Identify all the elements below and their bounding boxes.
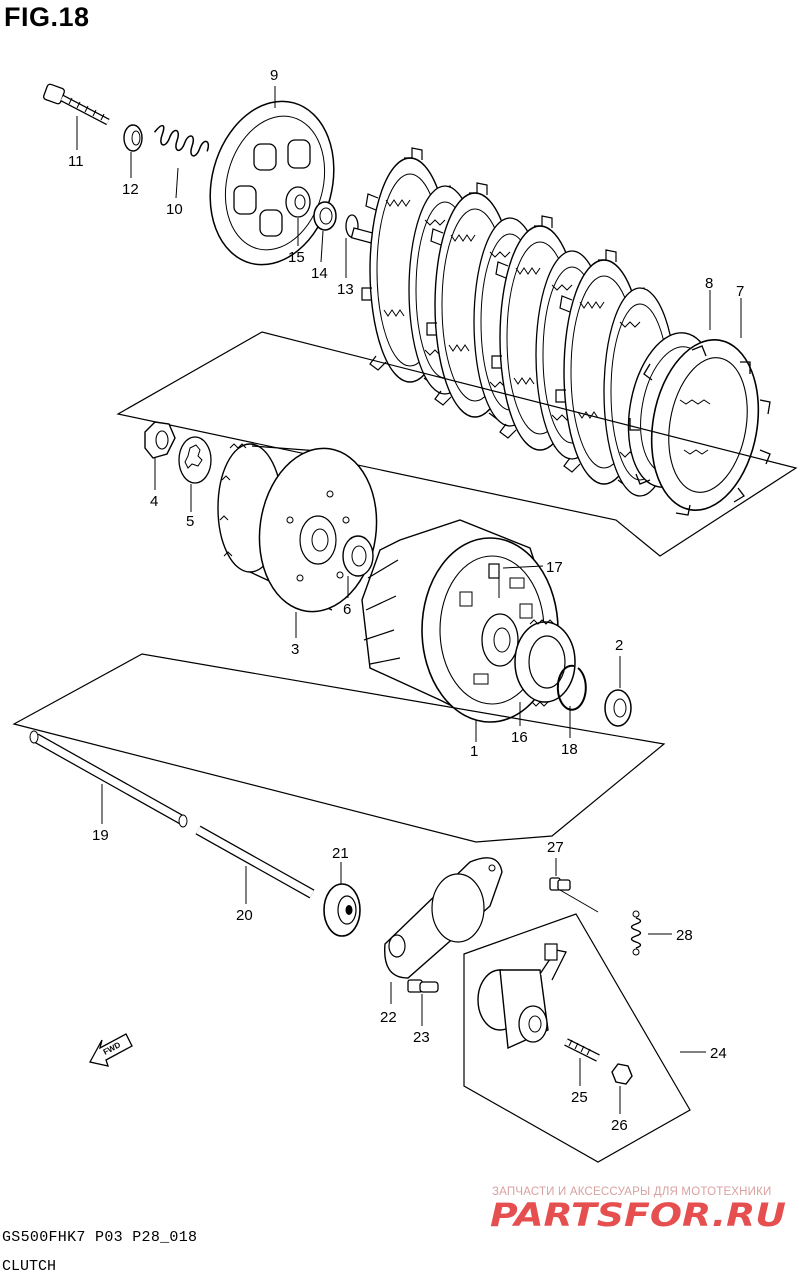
part-label-16: 16: [511, 729, 528, 746]
bolt-23-icon: [407, 979, 439, 993]
clutch-release-assembly-24-icon: [477, 943, 567, 1050]
forward-direction-arrow-icon: FWD: [89, 1033, 133, 1067]
oil-pump-drive-gear-16-icon: [514, 619, 576, 707]
part-label-2: 2: [615, 637, 623, 654]
leader-lines: [76, 86, 742, 1114]
part-label-4: 4: [150, 493, 158, 510]
pressure-plate-assembly: [43, 83, 386, 266]
push-rod-20-icon: [195, 825, 315, 899]
clutch-sleeve-hub-3-icon: [217, 443, 378, 613]
bolt-27-icon: [549, 877, 571, 891]
push-rod-19-icon: [29, 730, 188, 828]
friction-plate-7-icon: [629, 339, 771, 516]
callout-frame-release: [463, 913, 691, 1163]
watermark-logo: PARTSFOR.RU: [490, 1196, 786, 1232]
part-label-8: 8: [705, 275, 713, 292]
stud-25-icon: [564, 1038, 600, 1062]
part-label-1: 1: [470, 743, 478, 760]
part-label-27: 27: [547, 839, 564, 856]
part-label-6: 6: [343, 601, 351, 618]
nut-4-icon: [144, 421, 176, 459]
part-label-15: 15: [288, 249, 305, 266]
pressure-plate-9-icon: [209, 100, 335, 266]
washer-2-icon: [604, 689, 632, 727]
figure-name: CLUTCH: [2, 1258, 57, 1275]
part-label-20: 20: [236, 907, 253, 924]
part-number-labels: 1 2 3 4 5 6 7 8 9 10 11 12 13 14 15 16 1…: [68, 67, 744, 1134]
part-label-17: 17: [546, 559, 563, 576]
part-label-24: 24: [710, 1045, 727, 1062]
part-label-14: 14: [311, 265, 328, 282]
part-label-21: 21: [332, 845, 349, 862]
gasket-22-icon: [384, 857, 503, 979]
oil-seal-21-icon: [323, 883, 361, 937]
part-label-12: 12: [122, 181, 139, 198]
part-label-28: 28: [676, 927, 693, 944]
part-label-3: 3: [291, 641, 299, 658]
part-label-7: 7: [736, 283, 744, 300]
lock-washer-5-icon: [178, 436, 212, 484]
figure-title: FIG.18: [4, 2, 90, 32]
part-label-22: 22: [380, 1009, 397, 1026]
part-label-11: 11: [68, 153, 84, 170]
spring-28-icon: [630, 910, 642, 956]
part-label-9: 9: [270, 67, 278, 84]
callout-frame-upper: [116, 331, 798, 557]
part-label-23: 23: [413, 1029, 430, 1046]
thrust-washer-6-icon: [342, 535, 374, 577]
part-label-10: 10: [166, 201, 183, 218]
part-label-19: 19: [92, 827, 109, 844]
figure-code: GS500FHK7 P03 P28_018: [2, 1229, 198, 1246]
part-label-5: 5: [186, 513, 194, 530]
part-label-26: 26: [611, 1117, 628, 1134]
bearing-14-icon: [313, 201, 337, 231]
clutch-plate-stack: [361, 147, 771, 516]
part-label-13: 13: [337, 281, 354, 298]
callout-frame-middle: [12, 653, 666, 843]
part-label-25: 25: [571, 1089, 588, 1106]
spring-10-icon: [153, 124, 210, 157]
watermark-logo-text: PARTSFOR.RU: [490, 1196, 786, 1232]
circlip-18-icon: [556, 664, 587, 711]
nut-26-icon: [611, 1063, 633, 1085]
watermark-tagline: ЗАПЧАСТИ И АКСЕССУАРЫ ДЛЯ МОТОТЕХНИКИ: [492, 1186, 772, 1198]
washer-12-icon: [123, 124, 143, 152]
bolt-11-icon: [43, 83, 110, 126]
part-label-18: 18: [561, 741, 578, 758]
